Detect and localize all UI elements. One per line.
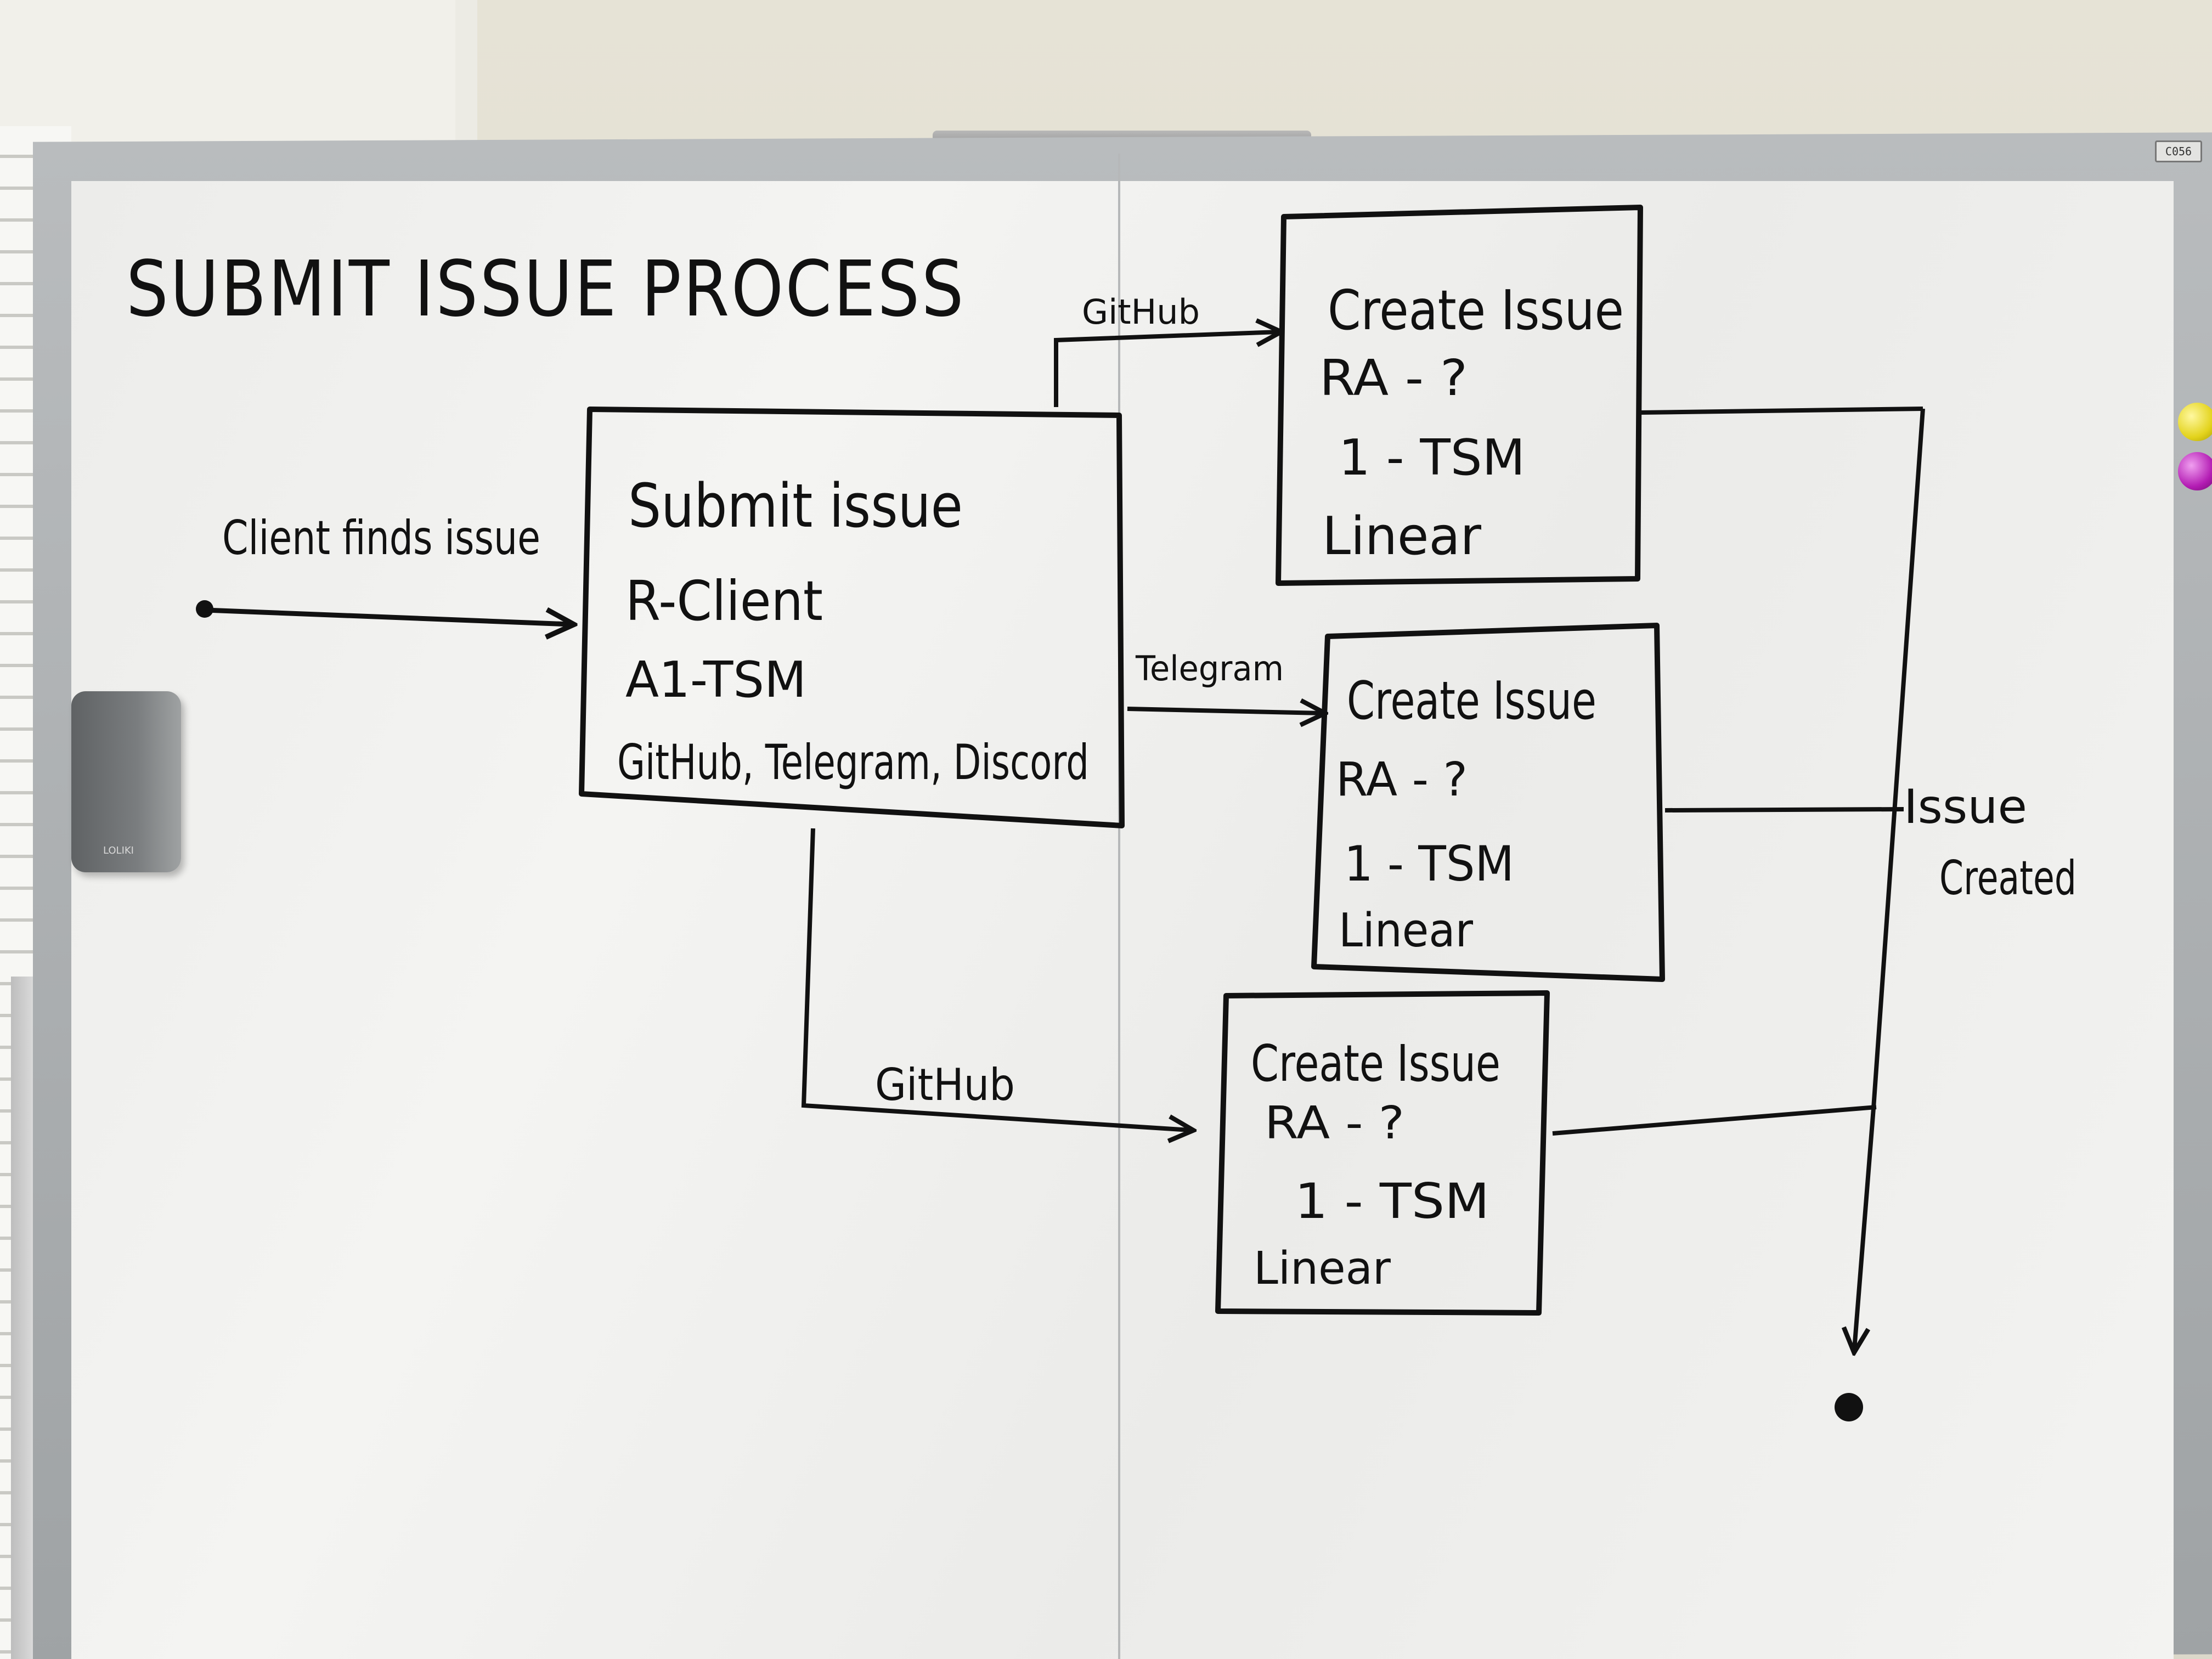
submit-issue-box (579, 407, 1125, 828)
create-2-line-4: Linear (1339, 904, 1473, 958)
create-2-line-3: 1 - TSM (1344, 836, 1514, 892)
create-1-line-1: Create Issue (1328, 278, 1624, 342)
create-2-line-1: Create Issue (1347, 671, 1596, 731)
create-1-line-2: RA - ? (1319, 349, 1468, 407)
create-2-line-2: RA - ? (1336, 753, 1468, 807)
create-issue-box-1 (1276, 205, 1643, 586)
whiteboard-seam (1118, 154, 1120, 1659)
create-3-line-4: Linear (1254, 1243, 1391, 1295)
end-label-line-2: Created (1939, 851, 2076, 906)
start-node (196, 600, 213, 618)
yellow-magnet (2178, 403, 2212, 441)
diagram-title: SUBMIT ISSUE PROCESS (126, 245, 966, 334)
create-issue-box-2 (1311, 623, 1665, 982)
start-arrow (205, 610, 571, 624)
edge-github-top (1054, 332, 1278, 407)
submit-line-3: A1-TSM (625, 651, 806, 709)
eraser-holder (71, 691, 181, 872)
edge-telegram (1127, 709, 1322, 713)
submit-line-2: R-Client (625, 569, 823, 633)
end-label-line-1: Issue (1904, 780, 2027, 834)
submit-line-4: GitHub, Telegram, Discord (617, 734, 1089, 791)
create-1-line-3: 1 - TSM (1339, 429, 1525, 487)
start-label: Client finds issue (222, 511, 540, 566)
edge-label-github-top: GitHub (1082, 292, 1200, 332)
whiteboard-surface (71, 181, 2174, 1659)
edge-label-telegram: Telegram (1135, 648, 1284, 689)
merge-line-1 (1640, 407, 1923, 415)
merge-line-3 (1552, 1105, 1877, 1136)
holder-brand: LOLIKI (103, 845, 134, 856)
end-node (1835, 1393, 1863, 1421)
create-3-line-1: Create Issue (1251, 1034, 1500, 1093)
purple-magnet (2178, 452, 2212, 490)
submit-line-1: Submit issue (628, 471, 963, 541)
merge-line-2 (1664, 807, 1904, 812)
edge-label-github-bottom: GitHub (875, 1059, 1015, 1110)
create-3-line-3: 1 - TSM (1295, 1173, 1489, 1229)
corner-label: C056 (2155, 140, 2202, 162)
create-issue-box-3 (1215, 990, 1550, 1316)
create-1-line-4: Linear (1322, 506, 1482, 567)
merge-trunk (1854, 408, 1925, 1350)
edge-github-bottom (801, 828, 1190, 1130)
create-3-line-2: RA - ? (1265, 1097, 1404, 1149)
